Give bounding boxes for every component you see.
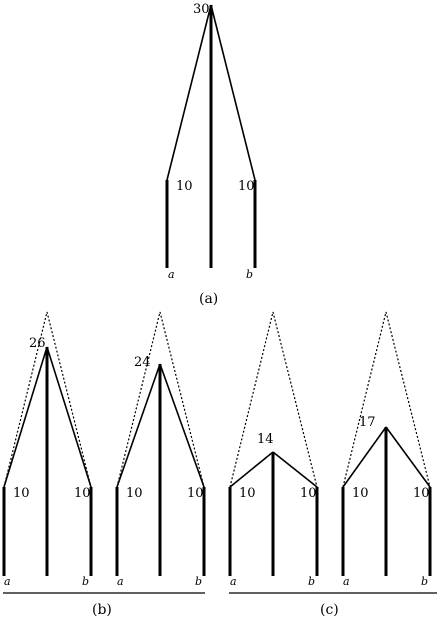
panel-a: 30 10 10 a b (a) (165, 2, 257, 307)
panel-a-caption: (a) (199, 291, 218, 307)
right-label: 10 (300, 486, 317, 501)
panel-a-right-label: 10 (238, 179, 255, 194)
reference-outline (229, 311, 318, 488)
left-edge (342, 426, 387, 488)
right-end-label: b (82, 575, 89, 588)
apex-label: 24 (134, 355, 151, 370)
right-edge (385, 426, 431, 488)
left-label: 10 (126, 486, 143, 501)
reference-outline (116, 311, 205, 488)
right-end-label: b (308, 575, 315, 588)
right-edge (272, 451, 318, 488)
left-end-label: a (117, 575, 124, 588)
right-label: 10 (187, 486, 204, 501)
panel-b-diagram-2: 24 10 10 a b (115, 311, 206, 588)
panel-a-left-end-label: a (168, 268, 175, 281)
panel-c-caption: (c) (320, 602, 339, 618)
apex-label: 14 (257, 432, 274, 447)
right-end-label: b (195, 575, 202, 588)
right-label: 10 (413, 486, 430, 501)
right-edge (159, 363, 205, 488)
panel-c-diagram-2: 17 10 10 a b (341, 311, 432, 588)
panel-a-right-end-label: b (246, 268, 253, 281)
panel-b-diagram-1: 26 10 10 a b (2, 311, 93, 588)
apex-label: 26 (29, 336, 46, 351)
left-end-label: a (4, 575, 11, 588)
left-label: 10 (13, 486, 30, 501)
left-edge (3, 346, 48, 488)
panel-a-apex-label: 30 (193, 2, 210, 17)
panel-a-left-edge (166, 4, 212, 181)
reference-outline (342, 311, 431, 488)
panel-c-diagram-1: 14 10 10 a b (228, 311, 319, 588)
panel-b-caption: (b) (92, 602, 112, 618)
left-label: 10 (239, 486, 256, 501)
left-end-label: a (230, 575, 237, 588)
right-edge (46, 346, 92, 488)
left-edge (116, 363, 161, 488)
left-edge (229, 451, 274, 488)
right-label: 10 (74, 486, 91, 501)
right-end-label: b (421, 575, 428, 588)
panel-a-left-label: 10 (176, 179, 193, 194)
panel-a-right-edge (210, 4, 256, 181)
left-label: 10 (352, 486, 369, 501)
left-end-label: a (343, 575, 350, 588)
reference-outline (3, 311, 92, 488)
apex-label: 17 (359, 415, 376, 430)
